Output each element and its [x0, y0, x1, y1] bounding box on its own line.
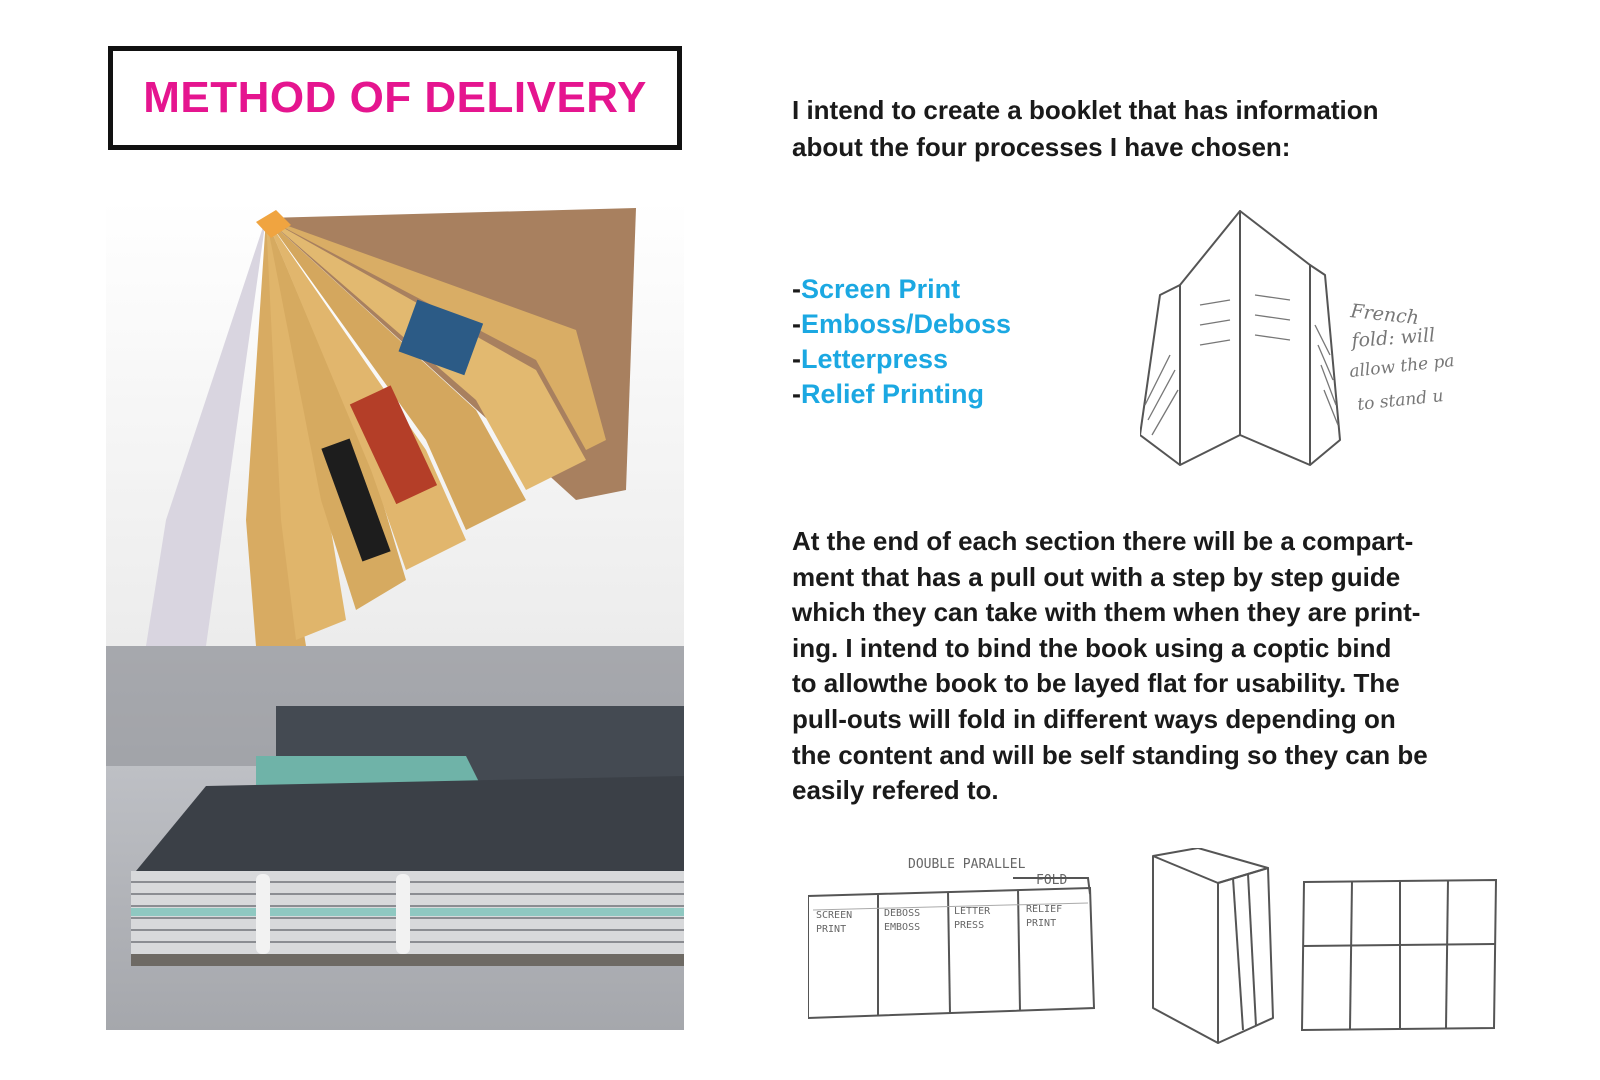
coptic-bound-book-photo [106, 646, 684, 1030]
body-paragraph: At the end of each section there will be… [792, 524, 1552, 809]
body-line: ing. I intend to bind the book using a c… [792, 632, 1392, 663]
french-fold-sketch: French fold: will allow the pa to stand … [1140, 205, 1490, 490]
panel-label: DEBOSS [884, 908, 920, 919]
process-list: -Screen Print -Emboss/Deboss -Letterpres… [792, 272, 1011, 412]
body-line: the content and will be self standing so… [792, 739, 1428, 770]
body-line: At the end of each section there will be… [792, 526, 1414, 556]
list-dash: - [792, 344, 801, 374]
panel-label: PRINT [816, 924, 846, 935]
french-fold-note-line: French [1348, 300, 1420, 329]
french-fold-note-line: fold: will [1349, 324, 1436, 352]
double-parallel-label: DOUBLE PARALLEL [908, 857, 1026, 872]
panel-label: SCREEN [816, 910, 852, 921]
panel-label: LETTER [954, 906, 991, 917]
accordion-fold-sketch [1148, 848, 1288, 1048]
double-parallel-label: FOLD [1036, 873, 1067, 888]
body-line: which they can take with them when they … [792, 597, 1421, 628]
process-screen-print: Screen Print [801, 274, 961, 304]
intro-text: I intend to create a booklet that has in… [792, 92, 1492, 166]
intro-line: I intend to create a booklet that has in… [792, 95, 1379, 125]
process-letterpress: Letterpress [801, 344, 949, 374]
body-line: easily refered to. [792, 775, 999, 806]
grid-fold-sketch [1300, 878, 1500, 1038]
process-emboss-deboss: Emboss/Deboss [801, 309, 1012, 339]
list-item: -Relief Printing [792, 377, 1011, 412]
body-line: pull-outs will fold in different ways de… [792, 703, 1396, 734]
french-fold-note-line: allow the pa [1348, 351, 1455, 382]
panel-label: PRESS [954, 920, 984, 931]
body-line: ment that has a pull out with a step by … [792, 561, 1401, 592]
panel-label: EMBOSS [884, 922, 920, 933]
panel-label: PRINT [1026, 918, 1056, 929]
list-item: -Emboss/Deboss [792, 307, 1011, 342]
fanned-booklet-photo [106, 200, 684, 646]
french-fold-note-line: to stand u [1356, 386, 1444, 415]
page-title: METHOD OF DELIVERY [143, 73, 647, 122]
list-dash: - [792, 309, 801, 339]
body-line: to allowthe book to be layed flat for us… [792, 668, 1400, 699]
title-box: METHOD OF DELIVERY [108, 46, 682, 150]
double-parallel-fold-sketch: DOUBLE PARALLEL FOLD SCREEN PRINT DEBOSS… [808, 848, 1118, 1048]
list-item: -Screen Print [792, 272, 1011, 307]
intro-line: about the four processes I have chosen: [792, 132, 1291, 162]
process-relief-printing: Relief Printing [801, 379, 985, 409]
list-item: -Letterpress [792, 342, 1011, 377]
list-dash: - [792, 274, 801, 304]
list-dash: - [792, 379, 801, 409]
panel-label: RELIEF [1026, 904, 1062, 915]
